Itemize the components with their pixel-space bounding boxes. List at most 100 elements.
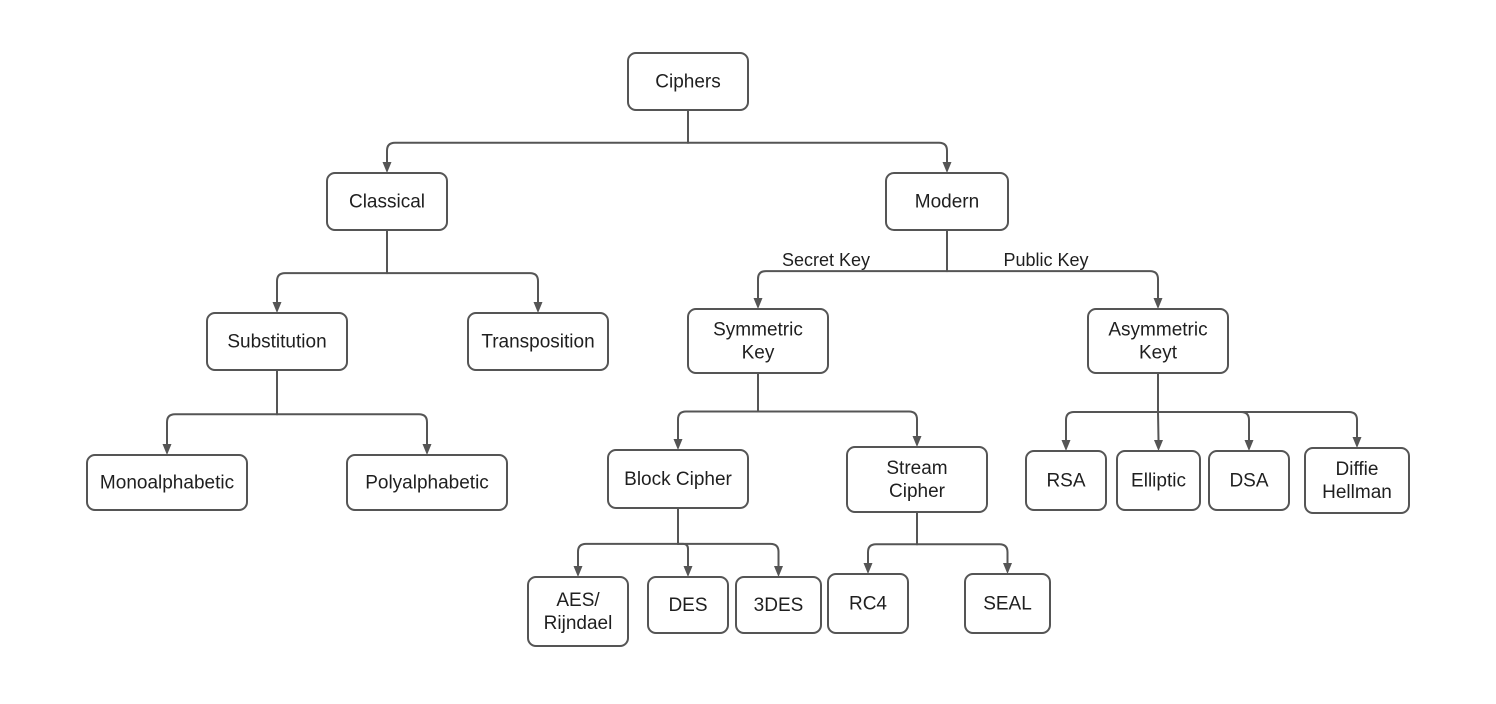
edge-symmetric-stream bbox=[757, 410, 918, 437]
node-box-diffie-hellman[interactable] bbox=[1304, 447, 1410, 514]
arrowhead-block-des bbox=[683, 566, 693, 577]
node-rc4[interactable]: RC4 bbox=[827, 573, 909, 634]
node-classical[interactable]: Classical bbox=[326, 172, 448, 231]
node-label-stream-cipher-line1: Stream bbox=[886, 458, 947, 479]
arrowhead-symmetric-block bbox=[673, 439, 683, 450]
node-label-asymmetric-key-line2: Keyt bbox=[1139, 343, 1178, 364]
node-box-monoalphabetic[interactable] bbox=[86, 454, 248, 511]
arrowhead-asymmetric-rsa bbox=[1061, 440, 1071, 451]
arrowhead-symmetric-stream bbox=[912, 436, 922, 447]
node-label-polyalphabetic: Polyalphabetic bbox=[365, 473, 489, 494]
node-polyalphabetic[interactable]: Polyalphabetic bbox=[346, 454, 508, 511]
edge-asymmetric-diffie bbox=[1157, 411, 1358, 438]
edge-substitution-poly bbox=[276, 413, 428, 445]
node-box-rc4[interactable] bbox=[827, 573, 909, 634]
node-label-transposition: Transposition bbox=[481, 332, 594, 353]
arrowhead-stream-seal bbox=[1003, 563, 1012, 574]
edge-classical-transposition bbox=[386, 272, 539, 303]
edge-block-aes bbox=[577, 542, 679, 567]
node-transposition[interactable]: Transposition bbox=[467, 312, 609, 371]
node-seal[interactable]: SEAL bbox=[964, 573, 1051, 634]
edge-symmetric-block bbox=[677, 410, 759, 440]
arrowhead-asymmetric-diffie bbox=[1352, 437, 1362, 448]
node-label-substitution: Substitution bbox=[227, 332, 326, 353]
node-box-dsa[interactable] bbox=[1208, 450, 1290, 511]
node-label-modern: Modern bbox=[915, 192, 979, 213]
edge-stream-seal bbox=[916, 543, 1009, 564]
arrowhead-modern-asymmetric bbox=[1153, 298, 1163, 309]
node-des[interactable]: DES bbox=[647, 576, 729, 634]
node-box-block-cipher[interactable] bbox=[607, 449, 749, 509]
node-block-cipher[interactable]: Block Cipher bbox=[607, 449, 749, 509]
arrowhead-stream-rc4 bbox=[863, 563, 873, 574]
arrowhead-block-3des bbox=[774, 566, 783, 577]
node-box-aes-rijndael[interactable] bbox=[527, 576, 629, 647]
node-label-rsa: RSA bbox=[1046, 471, 1085, 492]
edge-label-public-key: Public Key bbox=[1003, 250, 1088, 270]
node-box-modern[interactable] bbox=[885, 172, 1009, 231]
node-label-stream-cipher-line2: Cipher bbox=[889, 481, 946, 502]
edge-asymmetric-rsa bbox=[1065, 411, 1159, 441]
node-box-polyalphabetic[interactable] bbox=[346, 454, 508, 511]
arrowhead-ciphers-classical bbox=[382, 162, 392, 173]
node-label-symmetric-key-line1: Symmetric bbox=[713, 320, 803, 341]
edge-ciphers-modern bbox=[687, 141, 948, 163]
node-label-symmetric-key-line2: Key bbox=[742, 343, 775, 364]
node-label-dsa: DSA bbox=[1229, 471, 1268, 492]
node-label-aes-rijndael-line1: AES/ bbox=[556, 590, 600, 611]
edge-block-des bbox=[677, 542, 689, 567]
arrowhead-substitution-mono bbox=[162, 444, 172, 455]
node-dsa[interactable]: DSA bbox=[1208, 450, 1290, 511]
node-box-stream-cipher[interactable] bbox=[846, 446, 988, 513]
node-box-asymmetric-key[interactable] bbox=[1087, 308, 1229, 374]
node-box-symmetric-key[interactable] bbox=[687, 308, 829, 374]
node-label-classical: Classical bbox=[349, 192, 425, 213]
node-box-elliptic[interactable] bbox=[1116, 450, 1201, 511]
node-label-asymmetric-key-line1: Asymmetric bbox=[1108, 320, 1207, 341]
node-label-monoalphabetic: Monoalphabetic bbox=[100, 473, 234, 494]
node-elliptic[interactable]: Elliptic bbox=[1116, 450, 1201, 511]
edge-substitution-mono bbox=[166, 413, 278, 445]
node-box-transposition[interactable] bbox=[467, 312, 609, 371]
node-label-3des: 3DES bbox=[754, 595, 804, 616]
arrowhead-substitution-poly bbox=[422, 444, 432, 455]
node-ciphers[interactable]: Ciphers bbox=[627, 52, 749, 111]
arrowhead-ciphers-modern bbox=[942, 162, 952, 173]
node-box-des[interactable] bbox=[647, 576, 729, 634]
edge-labels-layer: Secret Key Public Key bbox=[782, 250, 1089, 270]
node-modern[interactable]: Modern bbox=[885, 172, 1009, 231]
arrowhead-classical-transposition bbox=[533, 302, 543, 313]
edge-modern-symmetric bbox=[757, 270, 948, 299]
node-label-block-cipher: Block Cipher bbox=[624, 469, 732, 490]
arrowhead-block-aes bbox=[573, 566, 583, 577]
node-monoalphabetic[interactable]: Monoalphabetic bbox=[86, 454, 248, 511]
node-box-seal[interactable] bbox=[964, 573, 1051, 634]
arrowhead-asymmetric-elliptic bbox=[1154, 440, 1163, 451]
node-label-aes-rijndael-line2: Rijndael bbox=[544, 613, 613, 634]
node-rsa[interactable]: RSA bbox=[1025, 450, 1107, 511]
node-substitution[interactable]: Substitution bbox=[206, 312, 348, 371]
node-box-rsa[interactable] bbox=[1025, 450, 1107, 511]
edges-layer bbox=[162, 109, 1362, 577]
node-aes-rijndael[interactable]: AES/Rijndael bbox=[527, 576, 629, 647]
edge-asymmetric-elliptic bbox=[1157, 411, 1160, 441]
node-box-substitution[interactable] bbox=[206, 312, 348, 371]
node-label-elliptic: Elliptic bbox=[1131, 471, 1186, 492]
node-box-3des[interactable] bbox=[735, 576, 822, 634]
node-box-classical[interactable] bbox=[326, 172, 448, 231]
edge-asymmetric-dsa bbox=[1157, 411, 1250, 441]
node-box-ciphers[interactable] bbox=[627, 52, 749, 111]
node-label-diffie-hellman-line1: Diffie bbox=[1336, 459, 1379, 480]
node-label-diffie-hellman-line2: Hellman bbox=[1322, 482, 1392, 503]
node-3des[interactable]: 3DES bbox=[735, 576, 822, 634]
edge-stream-rc4 bbox=[867, 543, 918, 564]
arrowhead-modern-symmetric bbox=[753, 298, 763, 309]
edge-label-secret-key: Secret Key bbox=[782, 250, 870, 270]
node-label-ciphers: Ciphers bbox=[655, 72, 720, 93]
